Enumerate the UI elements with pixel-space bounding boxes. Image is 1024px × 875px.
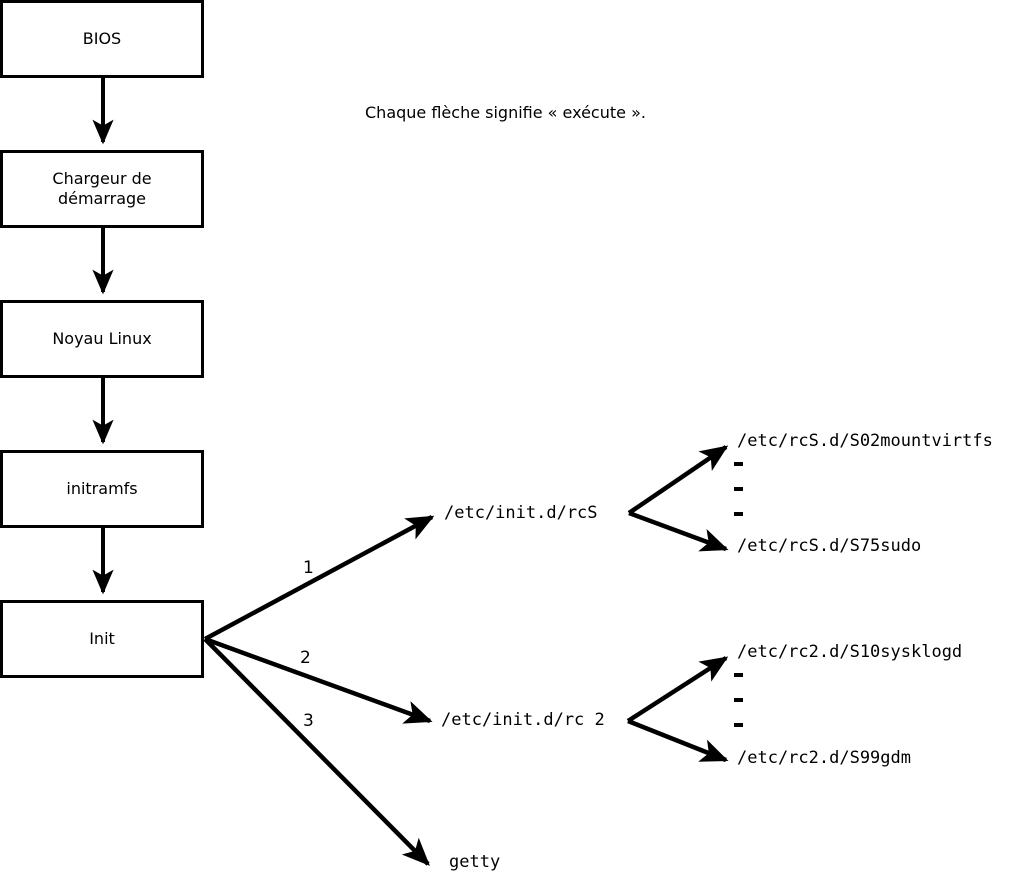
ellipsis-dot bbox=[734, 673, 743, 677]
node-label-getty[interactable]: getty bbox=[449, 852, 501, 872]
branch-number-1: 1 bbox=[303, 558, 314, 578]
arrow-rcS-to-first bbox=[627, 445, 729, 515]
arrow-rc2-to-last bbox=[627, 718, 729, 763]
stage-box-initramfs[interactable]: initramfs bbox=[0, 450, 204, 528]
stage-box-bios[interactable]: BIOS bbox=[0, 0, 204, 78]
stage-box-initramfs-label: initramfs bbox=[66, 479, 138, 498]
ellipsis-dot bbox=[734, 723, 743, 727]
node-label-rcS-last[interactable]: /etc/rcS.d/S75sudo bbox=[737, 536, 922, 556]
stage-box-kernel[interactable]: Noyau Linux bbox=[0, 300, 204, 378]
ellipsis-dot bbox=[734, 487, 743, 491]
ellipsis-dot bbox=[734, 512, 743, 516]
stage-box-init-label: Init bbox=[89, 629, 115, 648]
node-label-rc2-first[interactable]: /etc/rc2.d/S10sysklogd bbox=[737, 642, 963, 662]
arrow-rcS-to-last bbox=[628, 510, 729, 552]
arrow-init-to-rcS bbox=[203, 515, 435, 641]
ellipsis-dot bbox=[734, 698, 743, 702]
node-label-rc2-last[interactable]: /etc/rc2.d/S99gdm bbox=[737, 748, 911, 768]
stage-box-bootloader[interactable]: Chargeur de démarrage bbox=[0, 150, 204, 228]
stage-box-kernel-label: Noyau Linux bbox=[52, 329, 152, 348]
ellipsis-dots-rcS bbox=[734, 462, 743, 516]
arrow-init-to-rc2 bbox=[204, 636, 433, 724]
stage-box-bios-label: BIOS bbox=[82, 29, 122, 48]
arrow-init-to-getty bbox=[203, 637, 430, 866]
node-label-rcS[interactable]: /etc/init.d/rcS bbox=[444, 503, 598, 523]
ellipsis-dots-rc2 bbox=[734, 673, 743, 727]
ellipsis-dot bbox=[734, 462, 743, 466]
branch-number-3: 3 bbox=[303, 711, 314, 731]
caption-note: Chaque flèche signifie « exécute ». bbox=[365, 103, 646, 122]
arrow-rc2-to-first bbox=[626, 656, 729, 723]
stage-box-bootloader-label: Chargeur de démarrage bbox=[52, 169, 152, 208]
branch-number-2: 2 bbox=[300, 648, 311, 668]
stage-box-init[interactable]: Init bbox=[0, 600, 204, 678]
node-label-rc2[interactable]: /etc/init.d/rc 2 bbox=[441, 710, 605, 730]
node-label-rcS-first[interactable]: /etc/rcS.d/S02mountvirtfs bbox=[737, 431, 993, 451]
